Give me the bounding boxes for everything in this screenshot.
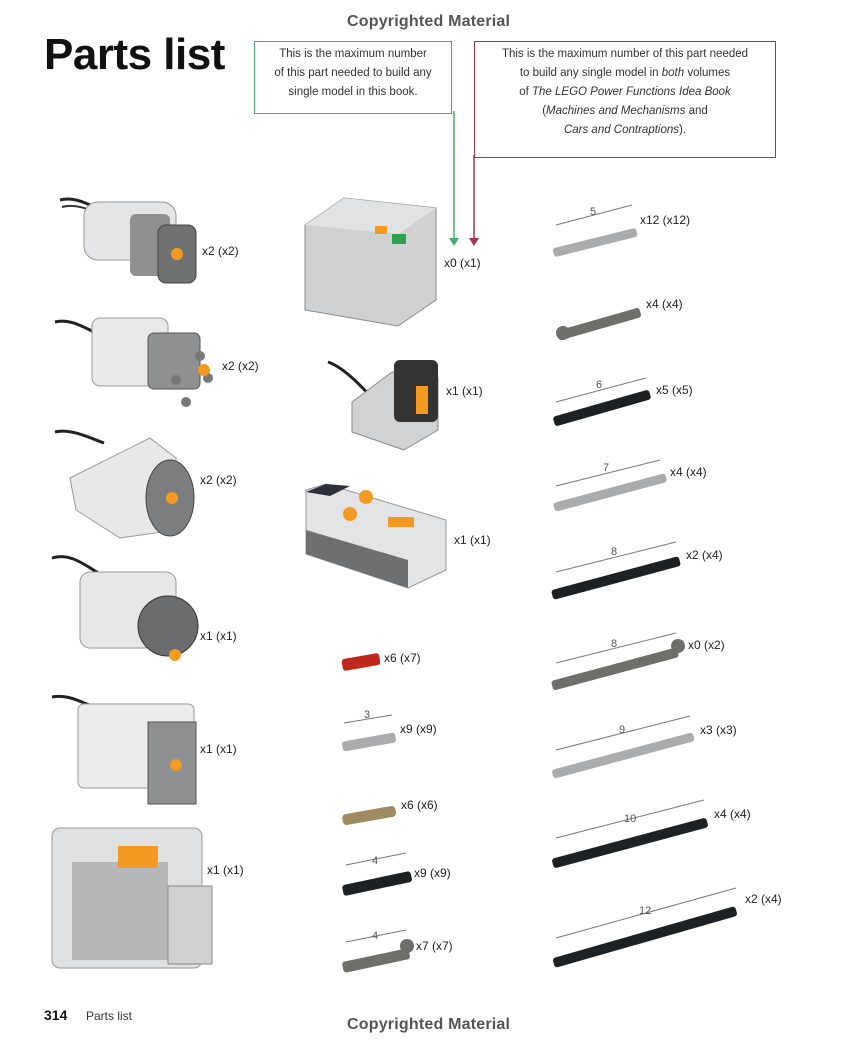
callout-text: and <box>685 105 708 117</box>
axle-9-icon <box>552 715 695 779</box>
black-axle-12-icon <box>553 887 737 968</box>
axle-length-label: 7 <box>603 462 610 474</box>
callout-line: single model in this book. <box>288 86 418 98</box>
pf-m-motor-icon <box>59 197 197 284</box>
page-number: 314 <box>44 1007 68 1023</box>
axle-4-end-stop-icon <box>342 929 414 973</box>
pf-xl-motor-icon <box>54 429 195 539</box>
watermark-top: Copyrighted Material <box>347 13 511 30</box>
axle-length-label: 5 <box>590 206 597 218</box>
axle-5-icon <box>552 204 638 257</box>
qty-label: x1 (x1) <box>207 863 244 877</box>
axle-length-label: 10 <box>624 813 637 825</box>
callout-text: ). <box>679 124 687 136</box>
qty-label: x2 (x2) <box>200 473 237 487</box>
page-title: Parts list <box>44 30 225 79</box>
callout-line: of this part needed to build any <box>274 67 432 79</box>
axle-length-label: 4 <box>372 930 379 942</box>
callout-text: volumes <box>684 67 731 79</box>
axle-5-5-stop-icon <box>556 308 642 340</box>
qty-label: x4 (x4) <box>646 297 683 311</box>
callout-both-volumes: This is the maximum number of this part … <box>474 41 776 158</box>
axle-length-label: 9 <box>619 724 626 736</box>
watermark-bottom: Copyrighted Material <box>347 1016 511 1033</box>
red-axle-2-icon <box>341 653 381 671</box>
qty-label: x2 (x2) <box>222 359 259 373</box>
qty-label: x5 (x5) <box>656 383 693 397</box>
callout-text: to build any single model in <box>519 67 662 79</box>
axle-length-label: 4 <box>372 855 379 867</box>
qty-label: x0 (x1) <box>444 256 481 270</box>
qty-label: x3 (x3) <box>700 723 737 737</box>
black-axle-8-icon <box>551 541 681 600</box>
tan-axle-pin-icon <box>342 806 396 825</box>
callout-emphasis: Cars and Contraptions <box>563 124 680 136</box>
qty-label: x2 (x4) <box>686 548 723 562</box>
callout-emphasis: The LEGO Power Functions Idea Book <box>532 86 731 98</box>
callout-line: Cars and Contraptions). <box>475 121 775 140</box>
qty-label: x4 (x4) <box>670 465 707 479</box>
axle-8-stop-icon <box>551 632 685 690</box>
qty-label: x0 (x2) <box>688 638 725 652</box>
callout-line: of The LEGO Power Functions Idea Book <box>475 83 775 102</box>
ir-remote-control-icon <box>305 483 447 589</box>
qty-label: x7 (x7) <box>416 939 453 953</box>
qty-label: x2 (x4) <box>745 892 782 906</box>
qty-label: x6 (x6) <box>401 798 438 812</box>
callout-line: This is the maximum number <box>279 48 427 60</box>
pf-battery-box-icon <box>51 827 213 969</box>
axle-3-icon <box>342 714 396 752</box>
pf-l-motor-icon <box>54 317 213 407</box>
qty-label: x12 (x12) <box>640 213 691 227</box>
running-footer: Parts list <box>86 1009 133 1023</box>
axle-length-label: 8 <box>611 638 618 650</box>
black-axle-4-icon <box>342 852 412 896</box>
callout-arrows <box>449 111 479 246</box>
black-axle-6-icon <box>553 377 651 426</box>
callout-emphasis: Machines and Mechanisms <box>546 105 686 117</box>
axle-length-label: 8 <box>611 546 618 558</box>
callout-text: of <box>519 86 532 98</box>
qty-label: x4 (x4) <box>714 807 751 821</box>
qty-label: x1 (x1) <box>446 384 483 398</box>
callout-line: (Machines and Mechanisms and <box>475 102 775 121</box>
qty-label: x2 (x2) <box>202 244 239 258</box>
ir-receiver-icon <box>327 360 439 451</box>
qty-label: x1 (x1) <box>200 742 237 756</box>
black-axle-10-icon <box>552 799 708 868</box>
axle-length-label: 6 <box>596 379 603 391</box>
callout-emphasis: both <box>661 67 685 79</box>
axle-length-label: 3 <box>364 709 371 721</box>
qty-label: x6 (x7) <box>384 651 421 665</box>
qty-label: x1 (x1) <box>200 629 237 643</box>
pf-servo-motor-icon <box>51 555 199 661</box>
qty-label: x9 (x9) <box>414 866 451 880</box>
pf-linear-actuator-icon <box>51 694 197 805</box>
callout-line: to build any single model in both volume… <box>475 64 775 83</box>
aaa-battery-box-icon <box>304 197 437 327</box>
callout-this-book: This is the maximum number of this part … <box>254 41 452 114</box>
qty-label: x1 (x1) <box>454 533 491 547</box>
axle-length-label: 12 <box>639 905 652 917</box>
axle-7-icon <box>553 459 667 512</box>
qty-label: x9 (x9) <box>400 722 437 736</box>
callout-line: This is the maximum number of this part … <box>501 48 749 60</box>
callout-text: ( <box>542 105 547 117</box>
